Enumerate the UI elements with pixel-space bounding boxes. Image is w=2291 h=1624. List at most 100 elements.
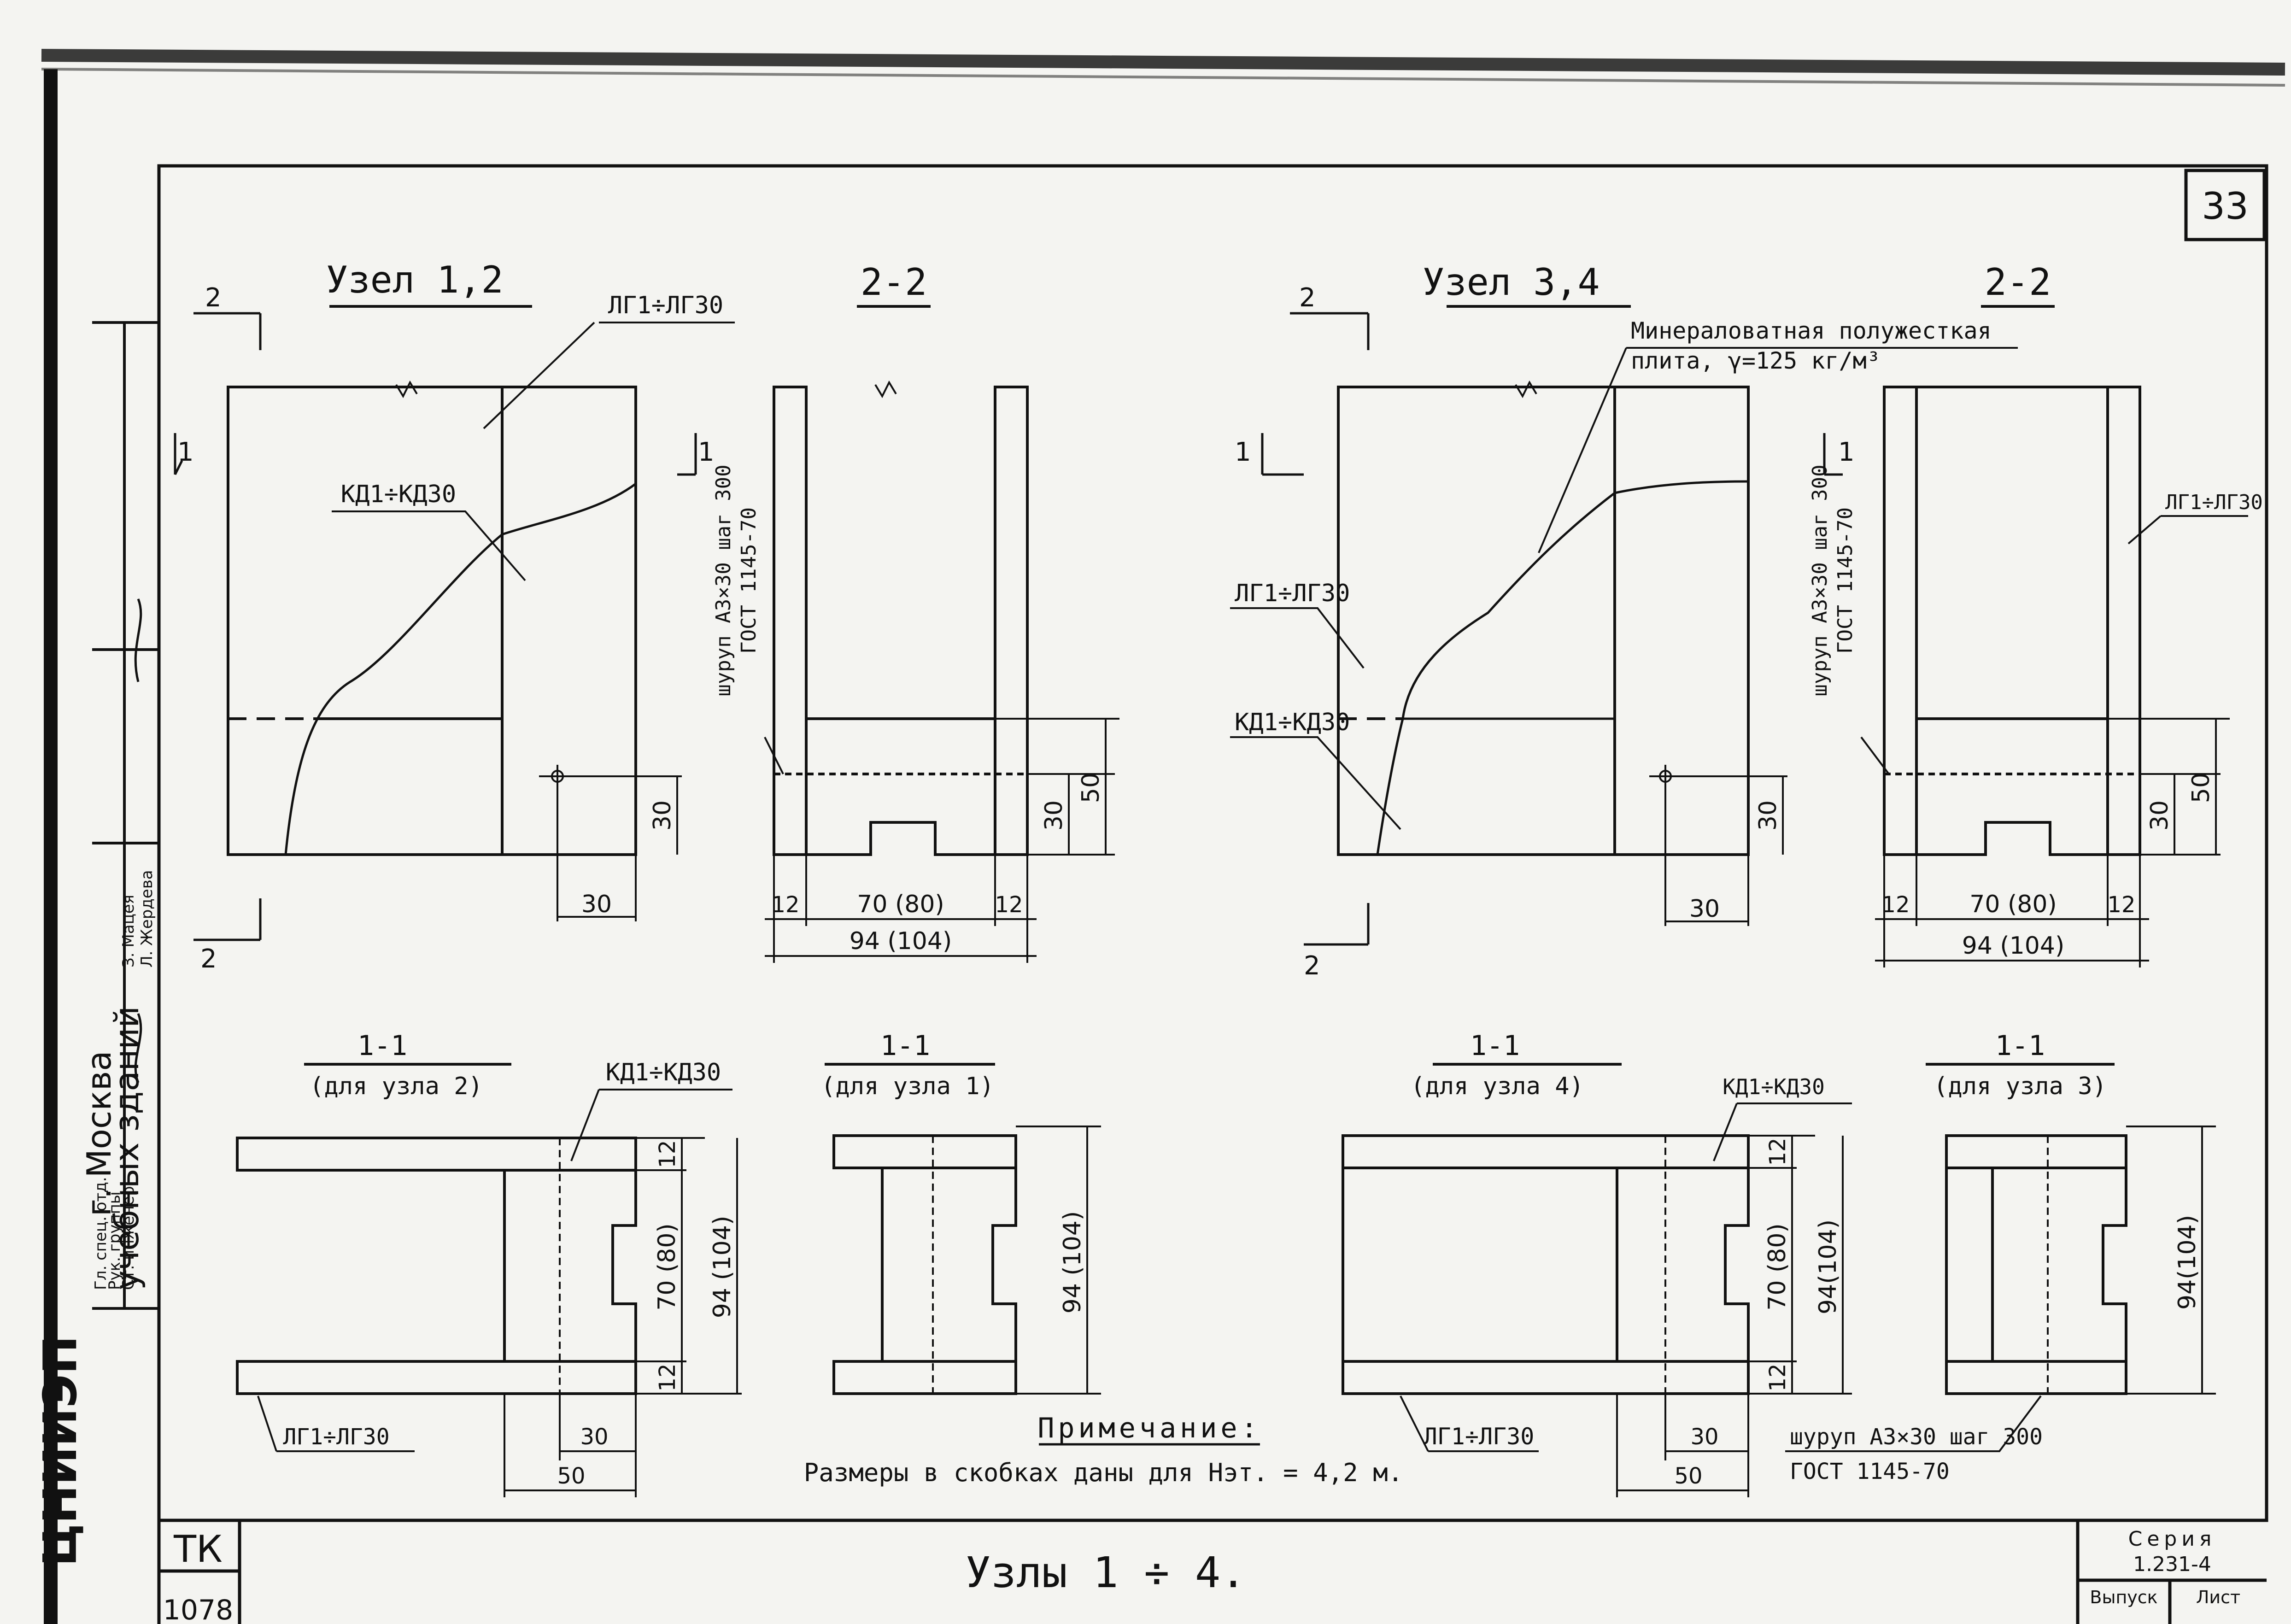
note-block: Примечание: Размеры в скобках даны для Н… (804, 1412, 1403, 1487)
sec22a-gost: ГОСТ 1145-70 (737, 507, 761, 654)
page-number: 33 (2202, 185, 2249, 228)
section-1-1-node3: 1-1 (для узла 3) 94(104) шуруп А3×30 шаг… (1785, 1030, 2216, 1484)
stamp-signature (134, 598, 142, 1083)
node12-title: Узел 1,2 (326, 258, 503, 301)
sec22a-dim-12-left: 12 (771, 892, 799, 918)
sec11c-dim-30: 30 (1690, 1424, 1718, 1450)
sec11c-subtitle: (для узла 4) (1411, 1073, 1584, 1100)
stamp-role-3: Ст. инженер (119, 1186, 138, 1290)
sec22a-dim-70: 70 (80) (857, 891, 944, 918)
node12-label-lg: ЛГ1÷ЛГ30 (608, 292, 723, 319)
side-stamp: учебных зданий г. Москва ЦНИИЭП Гл. спец… (33, 321, 159, 1566)
sec11a-label-lg: ЛГ1÷ЛГ30 (283, 1424, 389, 1450)
series-label: Серия (2128, 1527, 2216, 1551)
sec22b-title: 2-2 (1985, 261, 2051, 304)
sec22b-screw: шуруп А3×30 шаг 300 (1808, 464, 1832, 696)
sec22b-mark-1: 1 (1838, 437, 1855, 467)
node12-dim-30-h: 30 (581, 891, 612, 918)
cipher-year: 1078 (163, 1594, 234, 1624)
node34-title: Узел 3,4 (1422, 261, 1600, 304)
sec11d-gost: ГОСТ 1145-70 (1790, 1459, 1950, 1484)
sec22a-title: 2-2 (861, 261, 927, 304)
sec11a-subtitle: (для узла 2) (310, 1073, 483, 1100)
sec11c-dim-94: 94(104) (1814, 1219, 1842, 1314)
sec11c-dim-50: 50 (1674, 1463, 1702, 1489)
sec22b-dim-50: 50 (2187, 773, 2215, 803)
sec11c-label-kd: КД1÷КД30 (1723, 1074, 1825, 1099)
stamp-role-2: Рук. группы (105, 1191, 124, 1290)
stamp-role-1: Гл. спец. отд. (92, 1177, 110, 1290)
node-3-4-elevation: Узел 3,4 2 2 1 Минераловатная полужестка… (1230, 261, 2018, 981)
section-1-1-node4: 1-1 (для узла 4) КД1÷КД30 ЛГ1÷ЛГ30 12 70… (1342, 1030, 1852, 1497)
node34-dim-30-h: 30 (1689, 895, 1720, 923)
sec11c-dim-70: 70 (80) (1764, 1223, 1791, 1310)
node34-mineral-1: Минераловатная полужесткая (1631, 317, 1992, 344)
stamp-org-line2: учебных зданий (107, 1006, 146, 1290)
node12-dim-30-v: 30 (649, 800, 676, 831)
cipher: ТК (173, 1528, 223, 1571)
sheet-title: Узлы 1 ÷ 4. (965, 1548, 1246, 1597)
sheet-label: Лист (2196, 1587, 2240, 1607)
sec22b-gost: ГОСТ 1145-70 (1834, 507, 1857, 654)
stamp-name-1: З. Мацея (119, 895, 138, 967)
node34-mineral-2: плита, γ=125 кг/м³ (1631, 347, 1881, 374)
node12-mark-2-top: 2 (205, 283, 222, 313)
sec11d-screw: шуруп А3×30 шаг 300 (1790, 1424, 2043, 1450)
sec22a-dim-12-right: 12 (995, 892, 1023, 918)
note-text: Размеры в скобках даны для Нэт. = 4,2 м. (804, 1458, 1403, 1487)
section-1-1-node2: 1-1 (для узла 2) КД1÷КД30 ЛГ1÷ЛГ30 12 70… (236, 1030, 742, 1497)
section-2-2-b: 2-2 1 шуруп А3×30 шаг 300 ГОСТ 1145-70 Л… (1808, 261, 2263, 967)
node34-mark-2-top: 2 (1299, 283, 1316, 313)
node12-mark-1-right: 1 (698, 437, 715, 467)
title-block: ТК 1078 Узлы 1 ÷ 4. Серия 1.231-4 Выпуск… (159, 1518, 2267, 1624)
stamp-org: ЦНИИЭП (33, 1336, 87, 1566)
sec11a-title: 1-1 (357, 1030, 407, 1062)
sec11b-title: 1-1 (880, 1030, 930, 1062)
sec11c-title: 1-1 (1470, 1030, 1520, 1062)
section-1-1-node1: 1-1 (для узла 1) 94 (104) (821, 1030, 1101, 1395)
node12-mark-1-left: 1 (177, 437, 194, 467)
node34-label-lg: ЛГ1÷ЛГ30 (1235, 580, 1350, 607)
sec22b-label-lg: ЛГ1÷ЛГ30 (2165, 491, 2263, 514)
node34-mark-2-bottom: 2 (1304, 951, 1320, 981)
sec11c-dim-12-bottom: 12 (1765, 1363, 1791, 1391)
sec11a-dim-70: 70 (80) (653, 1223, 681, 1310)
sec11a-dim-50: 50 (557, 1463, 585, 1489)
sec11b-dim-94: 94 (104) (1059, 1211, 1086, 1314)
stamp-name-2: Л. Жердева (138, 870, 156, 967)
node12-mark-2-bottom: 2 (200, 944, 217, 974)
sec22a-dim-50: 50 (1077, 773, 1105, 803)
sec11a-label-kd: КД1÷КД30 (606, 1059, 721, 1086)
sec22b-dim-30: 30 (2146, 800, 2174, 831)
sec11c-dim-12-top: 12 (1765, 1137, 1791, 1166)
node-1-2-elevation: Узел 1,2 2 2 1 1 ЛГ1÷ЛГ30 КД1÷КД30 30 30 (174, 258, 735, 974)
node34-label-kd: КД1÷КД30 (1235, 709, 1350, 736)
node34-mark-1: 1 (1235, 437, 1251, 467)
sec11b-subtitle: (для узла 1) (821, 1073, 994, 1100)
node12-label-kd: КД1÷КД30 (341, 481, 456, 508)
sec22b-dim-12-left: 12 (1881, 892, 1910, 918)
sec11c-label-lg: ЛГ1÷ЛГ30 (1424, 1423, 1535, 1450)
series-number: 1.231-4 (2133, 1553, 2211, 1576)
sec22b-dim-12-right: 12 (2107, 892, 2135, 918)
sec22a-dim-94: 94 (104) (850, 927, 952, 955)
stamp-city: г. Москва (80, 1051, 118, 1216)
sec22a-screw: шуруп А3×30 шаг 300 (712, 464, 735, 696)
sec11d-subtitle: (для узла 3) (1934, 1073, 2107, 1100)
sec11d-dim-94: 94(104) (2174, 1215, 2201, 1310)
sec11a-dim-94: 94 (104) (709, 1216, 736, 1319)
issue-label: Выпуск (2090, 1587, 2157, 1607)
sec11a-dim-30: 30 (580, 1424, 608, 1450)
sec22a-dim-30: 30 (1040, 800, 1068, 831)
sec11a-dim-12-bottom: 12 (655, 1363, 680, 1391)
sec22b-dim-94: 94 (104) (1962, 932, 2065, 960)
sec11a-dim-12-top: 12 (655, 1140, 680, 1168)
page-number-box: 33 (2184, 169, 2266, 241)
node34-dim-30-v: 30 (1754, 800, 1782, 831)
note-heading: Примечание: (1037, 1412, 1261, 1444)
sec11d-title: 1-1 (1995, 1030, 2045, 1062)
section-2-2-a: 2-2 шуруп А3×30 шаг 300 ГОСТ 1145-70 30 … (712, 261, 1119, 963)
sec22b-dim-70: 70 (80) (1969, 891, 2057, 918)
